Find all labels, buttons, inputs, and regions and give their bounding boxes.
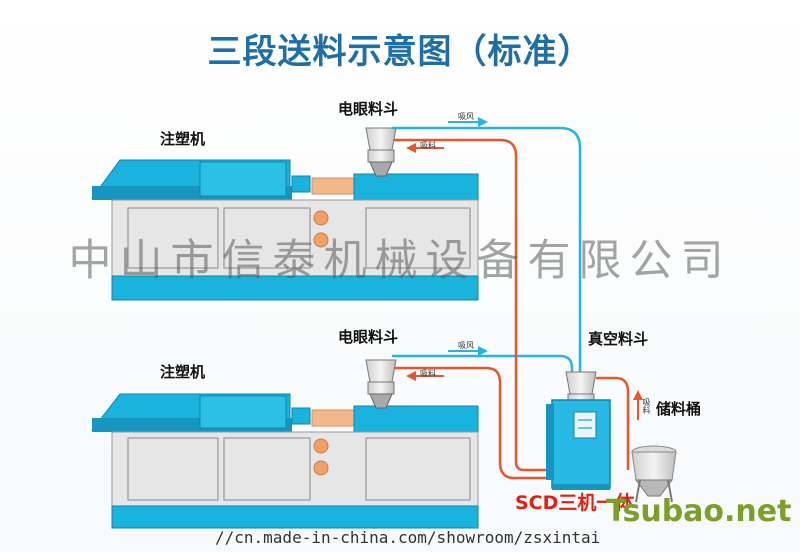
company-watermark: 中山市信泰机械设备有限公司: [68, 236, 732, 286]
storage-bin: [631, 445, 677, 503]
storage-bin-label: 储料桶: [656, 400, 702, 418]
showroom-url: //cn.made-in-china.com/showroom/zsxintai: [215, 528, 601, 547]
brand-watermark: Tsubao.net: [606, 494, 792, 529]
machine-bottom-label: 注塑机: [160, 363, 206, 381]
diagram-title: 三段送料示意图（标准）: [207, 32, 593, 72]
vacuum-hopper-label: 真空料斗: [588, 330, 649, 348]
air-line-top: [392, 126, 582, 378]
scd-unit: [546, 371, 611, 490]
eye-hopper-bottom: [365, 359, 397, 409]
air-label-top: 吸风: [458, 112, 474, 121]
feed-label-bottom: 吸料: [420, 369, 436, 378]
hopper-bottom-label: 电眼料斗: [338, 328, 399, 346]
hopper-top-label: 电眼料斗: [338, 100, 399, 118]
feed-label-right: 吸料: [642, 398, 651, 414]
feed-line-bottom: [394, 366, 548, 480]
feed-line-top: [394, 138, 548, 472]
unit-model-label: SCD三机一体: [515, 492, 635, 514]
injection-machine-bottom: [90, 393, 479, 529]
machine-top-label: 注塑机: [160, 130, 206, 148]
feed-line-right: [596, 376, 630, 470]
injection-machine-top: [91, 159, 479, 301]
air-line-bottom: [392, 354, 574, 378]
feed-label-top: 吸料: [420, 141, 436, 150]
air-label-bottom: 吸风: [458, 341, 474, 350]
eye-hopper-top: [365, 127, 397, 177]
